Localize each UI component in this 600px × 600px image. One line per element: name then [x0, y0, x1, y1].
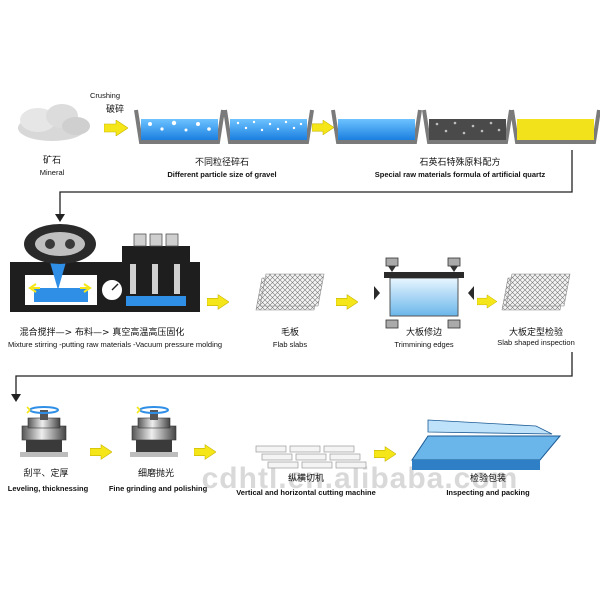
gravel-label-en: Different particle size of gravel [167, 170, 276, 179]
arrow-right-icon [336, 294, 358, 310]
polishing-machine-icon [130, 406, 178, 457]
cut-label-en: Vertical and horizontal cutting machine [236, 488, 376, 497]
arrow-right-icon [104, 120, 128, 136]
crushing-label-en: Crushing [90, 91, 120, 100]
leveling-machine-icon [20, 406, 68, 457]
inspect-label-en: Slab shaped inspection [497, 338, 575, 347]
arrow-right-icon [194, 444, 216, 460]
flab-label-cn: 毛板 [281, 326, 299, 338]
quartz-label-en: Special raw materials formula of artific… [375, 170, 546, 179]
trim-label-cn: 大板修边 [406, 326, 442, 338]
quartz-tray [510, 109, 600, 144]
mixing-machine [10, 224, 200, 312]
arrow-down-icon [55, 214, 65, 222]
mixing-label-cn: 混合搅拌—> 布料—> 真空高温高压固化 [20, 326, 185, 338]
level-label-en: Leveling, thicknessing [8, 484, 89, 493]
cut-label-cn: 纵横切机 [288, 472, 324, 484]
flab-slabs-icon [255, 273, 325, 311]
flab-label-en: Flab slabs [273, 340, 307, 349]
mineral-icon [18, 104, 90, 141]
pack-label-cn: 检验包装 [470, 472, 506, 484]
polish-label-en: Fine grinding and polishing [109, 484, 208, 493]
polish-label-cn: 细磨抛光 [138, 467, 174, 479]
mineral-label-cn: 矿石 [43, 154, 61, 166]
quartz-label-cn: 石英石特殊原料配方 [419, 156, 500, 168]
arrow-right-icon [477, 294, 497, 309]
arrow-right-icon [312, 120, 334, 135]
crushing-label-cn: 破碎 [106, 103, 124, 115]
packing-box-icon [411, 419, 562, 470]
trimming-machine-icon [374, 257, 474, 329]
inspect-label-cn: 大板定型检验 [509, 326, 563, 338]
gravel-tray-2 [223, 109, 314, 144]
arrow-right-icon [374, 446, 396, 462]
arrow-down-icon [11, 394, 21, 402]
mineral-label-en: Mineral [40, 168, 65, 177]
level-label-cn: 刮平、定厚 [23, 467, 68, 479]
connector-line [15, 352, 573, 398]
slab-inspection-icon [501, 273, 571, 311]
trim-label-en: Trimmining edges [394, 340, 454, 349]
gravel-tray-1 [134, 109, 225, 144]
gravel-tray-4 [422, 109, 513, 144]
arrow-right-icon [207, 294, 229, 310]
pack-label-en: Inspecting and packing [446, 488, 530, 497]
cut-slabs-icon [255, 445, 367, 469]
gravel-tray-3 [331, 109, 422, 144]
mixing-label-en: Mixture stirring -putting raw materials … [8, 340, 222, 349]
arrow-right-icon [90, 444, 112, 460]
connector-line [59, 150, 573, 218]
gravel-label-cn: 不同粒径碎石 [195, 156, 249, 168]
